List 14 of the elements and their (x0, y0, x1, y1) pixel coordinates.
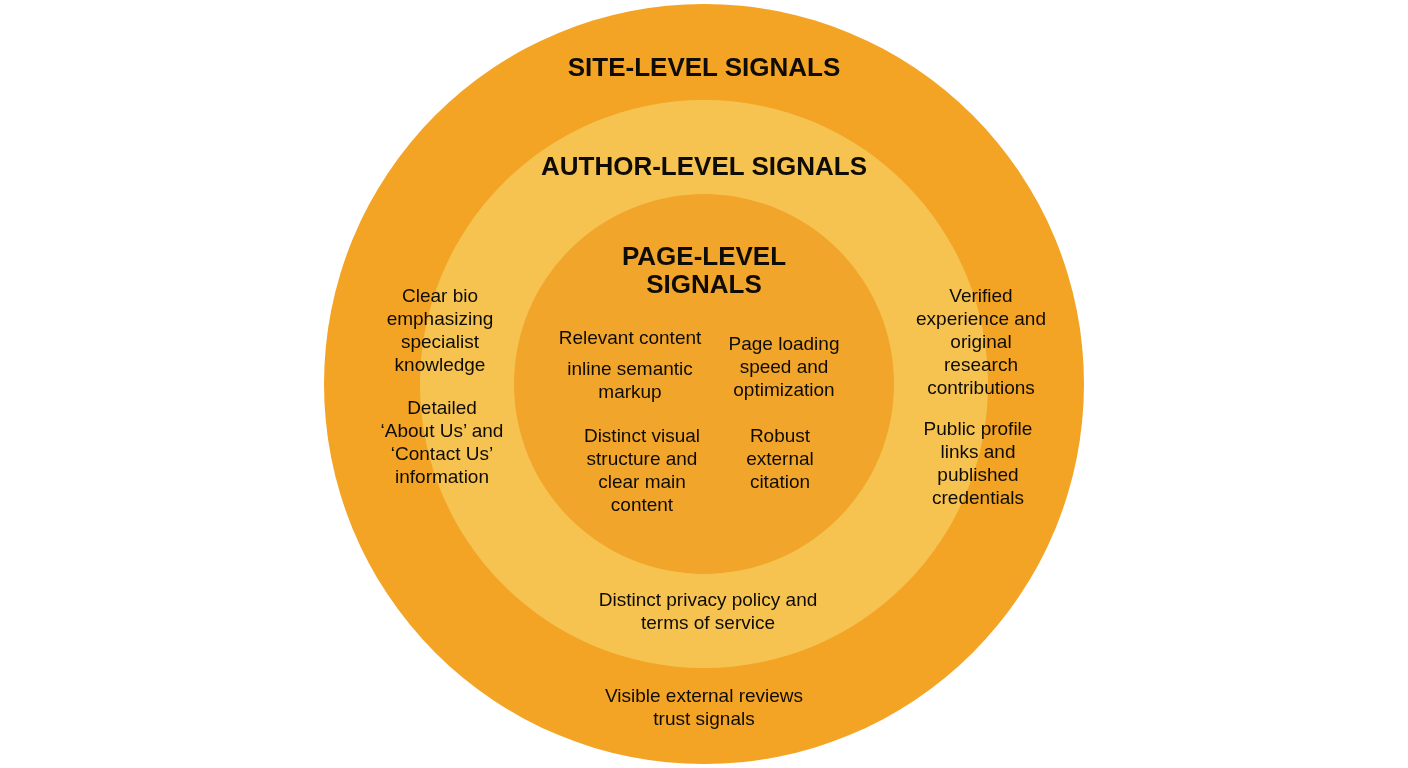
signal-text: Clear bio emphasizing specialist knowledge (385, 284, 495, 376)
signal-text: Distinct privacy policy and terms of service (597, 588, 819, 634)
signal-text: Relevant content (557, 326, 703, 349)
level-heading: PAGE-LEVEL SIGNALS (620, 242, 788, 298)
signal-text: Visible external reviews trust signals (603, 684, 805, 730)
signal-text: Distinct visual structure and clear main content (582, 424, 702, 516)
signal-text: Robust external citation (745, 424, 815, 493)
signal-text: Public profile links and published credentials (922, 417, 1034, 509)
level-heading: AUTHOR-LEVEL SIGNALS (540, 152, 868, 180)
signal-text: Page loading speed and optimization (727, 332, 841, 401)
level-heading: SITE-LEVEL SIGNALS (566, 53, 842, 81)
signal-text: Verified experience and original research contributions (915, 284, 1047, 399)
signal-text: inline semantic markup (566, 357, 694, 403)
signal-text: Detailed ‘About Us’ and ‘Contact Us’ information (379, 396, 505, 488)
